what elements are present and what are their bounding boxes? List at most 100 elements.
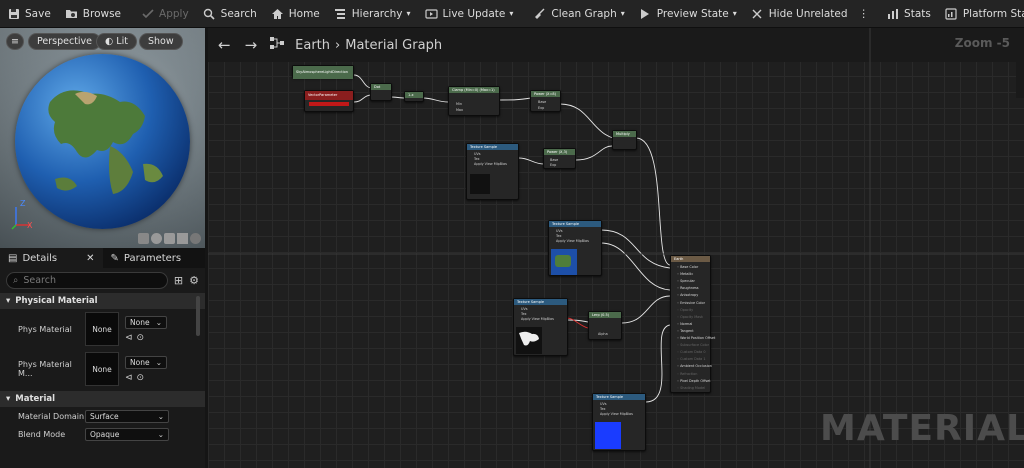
- material-input-pin[interactable]: ◦ Refraction: [677, 371, 698, 376]
- material-input-pin[interactable]: ◦ Roughness: [677, 286, 699, 291]
- clamp-node[interactable]: Clamp (Min=0) (Max=1) Min Max: [448, 86, 500, 116]
- back-arrow-icon[interactable]: ←: [218, 36, 231, 54]
- material-input-pin[interactable]: ◦ Normal: [677, 321, 693, 326]
- power-node-2[interactable]: Power (X,3) Base Exp: [543, 148, 576, 169]
- material-result-node[interactable]: Earth ◦ Base Color◦ Metallic◦ Specular◦ …: [670, 255, 715, 393]
- sphere-preview-icon[interactable]: [151, 233, 162, 244]
- dot-node[interactable]: Dot: [370, 83, 392, 101]
- chevron-down-icon: ▾: [6, 296, 11, 306]
- texture-sample-node-3[interactable]: Texture Sample UVs Tex Apply View MipBia…: [513, 298, 568, 356]
- material-input-pin[interactable]: ◦ Opacity Mask: [677, 314, 703, 319]
- forward-arrow-icon[interactable]: →: [244, 36, 258, 54]
- material-domain-row: Material Domain Surface⌄: [0, 407, 205, 425]
- search-icon: ⌕: [13, 275, 19, 286]
- perspective-button[interactable]: Perspective: [28, 33, 102, 50]
- material-input-pin[interactable]: ◦ Emissive Color: [677, 300, 705, 305]
- sky-light-direction-node[interactable]: SkyAtmosphereLightDirection: [292, 65, 354, 79]
- browse-button[interactable]: Browse: [58, 0, 128, 28]
- material-input-pin[interactable]: ◦ Anisotropy: [677, 293, 699, 298]
- use-selected-icon[interactable]: ⊙: [136, 332, 145, 343]
- use-selected-icon[interactable]: ⊙: [136, 372, 145, 383]
- live-update-icon: [424, 7, 438, 20]
- cube-preview-icon[interactable]: [177, 233, 188, 244]
- category-physical-material[interactable]: ▾Physical Material: [0, 293, 205, 309]
- phys-material-label: Phys Material: [18, 324, 72, 334]
- cylinder-preview-icon[interactable]: [138, 233, 149, 244]
- details-scrollbar[interactable]: [196, 296, 200, 336]
- hide-unrelated-icon: [751, 7, 764, 20]
- home-button[interactable]: Home: [264, 0, 327, 28]
- phys-material-thumbnail[interactable]: None: [85, 312, 119, 346]
- material-graph-canvas[interactable]: ← → Earth › Material Graph Zoom -5: [208, 28, 1024, 468]
- power-node-1[interactable]: Power (X=8) Base Exp: [530, 90, 561, 112]
- platform-stats-button[interactable]: Platform Stats: [938, 0, 1024, 28]
- lit-icon: ◐: [105, 36, 114, 47]
- browse-asset-icon[interactable]: ⊲: [125, 372, 133, 383]
- material-input-pin[interactable]: ◦ Shading Model: [677, 385, 706, 390]
- teapot-preview-icon[interactable]: [190, 233, 201, 244]
- material-input-pin[interactable]: ◦ Pixel Depth Offset: [677, 378, 711, 383]
- phys-material-mask-combo[interactable]: None⌄: [125, 355, 167, 369]
- clean-graph-dropdown[interactable]: Clean Graph▾: [526, 0, 631, 28]
- material-input-pin[interactable]: ◦ Metallic: [677, 272, 694, 277]
- lerp-node[interactable]: Lerp (0.5) Alpha: [588, 311, 622, 340]
- preview-viewport[interactable]: ≡ Perspective ◐Lit Show Z X: [0, 28, 205, 248]
- show-button[interactable]: Show: [139, 33, 183, 50]
- stats-button[interactable]: Stats: [879, 0, 938, 28]
- graph-side-tab[interactable]: [1016, 38, 1024, 98]
- save-button[interactable]: Save: [0, 0, 58, 28]
- table-view-icon[interactable]: ⊞: [173, 274, 184, 287]
- material-input-pin[interactable]: ◦ Opacity: [677, 307, 694, 312]
- search-button[interactable]: Search: [196, 0, 264, 28]
- parameters-icon: ✎: [110, 252, 119, 264]
- breadcrumb-root[interactable]: Earth: [295, 37, 331, 53]
- phys-material-mask-thumbnail[interactable]: None: [85, 352, 119, 386]
- breadcrumb-separator: ›: [335, 37, 341, 53]
- material-input-pin[interactable]: ◦ Subsurface Color: [677, 343, 709, 348]
- material-input-pin[interactable]: ◦ Custom Data 1: [677, 357, 706, 362]
- live-update-dropdown[interactable]: Live Update▾: [418, 0, 521, 28]
- apply-button[interactable]: Apply: [134, 0, 196, 28]
- asset-actions: ⊲⊙: [125, 373, 167, 383]
- texture-thumbnail-earth-mask: [516, 327, 542, 354]
- texture-thumbnail-earth-color: [551, 249, 577, 275]
- browse-asset-icon[interactable]: ⊲: [125, 332, 133, 343]
- more-options-icon[interactable]: ⋮: [858, 7, 870, 20]
- tab-details[interactable]: ▤Details✕: [0, 248, 103, 268]
- material-input-pin[interactable]: ◦ Tangent: [677, 328, 694, 333]
- details-search-input[interactable]: ⌕Search: [6, 272, 168, 289]
- graph-header: ← → Earth › Material Graph: [208, 28, 1024, 62]
- material-input-pin[interactable]: ◦ Ambient Occlusion: [677, 364, 712, 369]
- gear-icon[interactable]: ⚙: [189, 274, 199, 287]
- phys-material-combo[interactable]: None⌄: [125, 315, 167, 329]
- material-input-pin[interactable]: ◦ World Position Offset: [677, 336, 716, 340]
- tab-parameters[interactable]: ✎Parameters: [110, 252, 182, 264]
- texture-sample-node-1[interactable]: Texture Sample UVs Tex Apply View MipBia…: [466, 143, 519, 200]
- viewport-menu-button[interactable]: ≡: [6, 33, 24, 50]
- category-material[interactable]: ▾Material: [0, 391, 205, 407]
- texture-sample-node-4[interactable]: Texture Sample UVs Tex Apply View MipBia…: [592, 393, 646, 451]
- hide-unrelated-button[interactable]: Hide Unrelated: [744, 0, 855, 28]
- one-minus-node[interactable]: 1-x: [404, 91, 424, 102]
- material-input-pin[interactable]: ◦ Base Color: [677, 265, 699, 269]
- texture-sample-node-2[interactable]: Texture Sample UVs Tex Apply View MipBia…: [548, 220, 602, 276]
- graph-icon: [269, 36, 285, 54]
- plane-preview-icon[interactable]: [164, 233, 175, 244]
- chevron-down-icon: ⌄: [157, 429, 164, 439]
- material-domain-combo[interactable]: Surface⌄: [85, 409, 169, 423]
- blend-mode-combo[interactable]: Opaque⌄: [85, 427, 169, 441]
- vector-parameter-node[interactable]: VectorParameter: [304, 90, 354, 112]
- hierarchy-dropdown[interactable]: Hierarchy▾: [327, 0, 418, 28]
- main-toolbar: Save Browse Apply Search Home Hierarchy▾…: [0, 0, 1024, 28]
- chevron-down-icon: ⌄: [157, 411, 164, 421]
- close-icon[interactable]: ✕: [86, 252, 95, 264]
- axis-x-label: X: [27, 221, 33, 230]
- material-input-pin[interactable]: ◦ Specular: [677, 279, 695, 284]
- lit-button[interactable]: ◐Lit: [96, 33, 137, 50]
- preview-state-dropdown[interactable]: Preview State▾: [632, 0, 744, 28]
- material-input-pin[interactable]: ◦ Custom Data 0: [677, 350, 706, 355]
- asset-actions: ⊲⊙: [125, 333, 167, 343]
- phys-material-mask-label: Phys Material M...: [18, 360, 72, 378]
- folder-search-icon: [65, 7, 78, 20]
- multiply-node[interactable]: Multiply: [612, 130, 637, 150]
